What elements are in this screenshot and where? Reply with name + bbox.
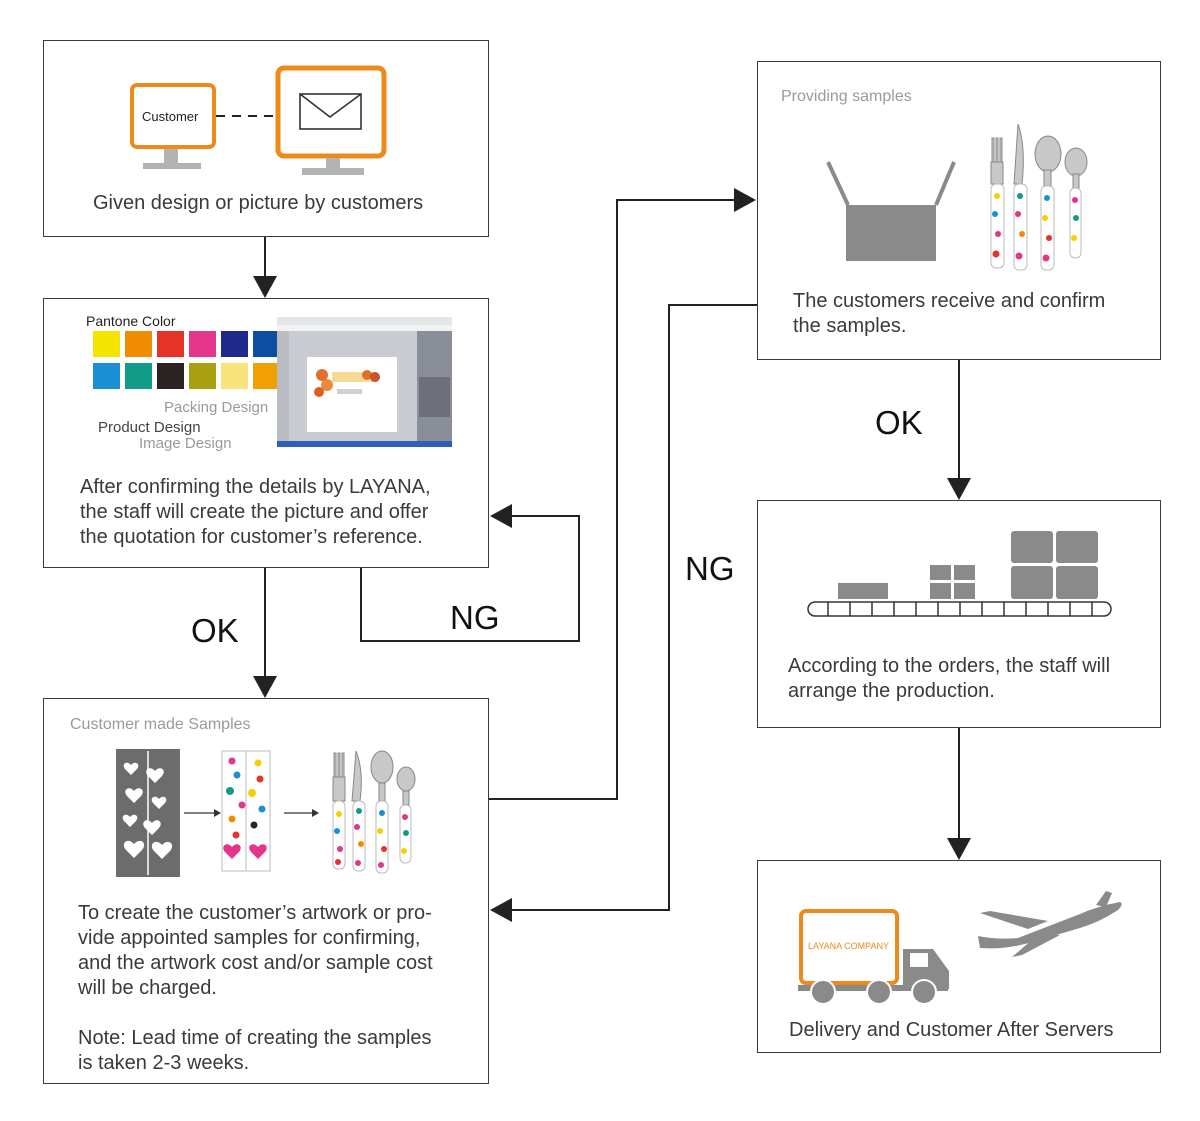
arrow-head-2-3 bbox=[253, 676, 277, 698]
step3-box: Customer made Samples bbox=[43, 698, 489, 1084]
arrow-head-3-4 bbox=[734, 188, 756, 212]
computer-icons bbox=[130, 65, 387, 175]
pantone-swatch bbox=[125, 363, 152, 389]
step4-caption-line: The customers receive and confirm bbox=[793, 290, 1106, 312]
flat-package-icon bbox=[838, 583, 888, 599]
step2-caption-line: the quotation for customer’s reference. bbox=[80, 526, 423, 548]
design-software-thumbnail bbox=[277, 317, 452, 447]
arrow-head-5-6 bbox=[947, 838, 971, 860]
pantone-swatch bbox=[157, 363, 184, 389]
connector-3-4 bbox=[488, 199, 740, 800]
pantone-swatch bbox=[157, 331, 184, 357]
delivery-illustration bbox=[798, 891, 1122, 1005]
conveyor-belt-icon bbox=[807, 601, 1112, 617]
step3-caption-line: will be charged. bbox=[78, 977, 217, 999]
step3-note-line: is taken 2-3 weeks. bbox=[78, 1052, 250, 1074]
step3-caption-line: and the artwork cost and/or sample cost bbox=[78, 952, 433, 974]
label-ng-left: NG bbox=[450, 599, 500, 636]
step5-caption-line: arrange the production. bbox=[788, 680, 995, 702]
pantone-swatch bbox=[221, 331, 248, 357]
customer-monitor-icon bbox=[130, 83, 216, 149]
arrow-head-ng-loop bbox=[490, 504, 512, 528]
step4-title: Providing samples bbox=[781, 88, 912, 105]
step1-caption: Given design or picture by customers bbox=[93, 192, 424, 214]
step3-note: Note: Lead time of creating the samples … bbox=[78, 1026, 432, 1076]
step2-caption: After confirming the details by LAYANA, … bbox=[80, 475, 431, 550]
pantone-swatch bbox=[253, 331, 280, 357]
step2-caption-line: After confirming the details by LAYANA, bbox=[80, 476, 431, 498]
arrow-head-4-3-ng bbox=[490, 898, 512, 922]
connector-4-3-ng bbox=[510, 304, 757, 911]
step4-caption-line: the samples. bbox=[793, 315, 907, 337]
step5-caption: According to the orders, the staff will … bbox=[788, 654, 1110, 704]
pantone-swatch bbox=[189, 363, 216, 389]
cutlery-set-icon bbox=[332, 750, 416, 874]
step4-caption: The customers receive and confirm the sa… bbox=[793, 289, 1105, 339]
step4-box: Providing samples bbox=[757, 61, 1161, 360]
pantone-swatch bbox=[189, 331, 216, 357]
step6-box: LAYANA COMPANY Delivery and Customer Aft… bbox=[757, 860, 1161, 1053]
step2-box: Pantone Color Packing Design Product Des… bbox=[43, 298, 489, 568]
large-box-icon bbox=[1011, 531, 1098, 599]
step5-caption-line: According to the orders, the staff will bbox=[788, 655, 1111, 677]
cutlery-set-icon bbox=[990, 123, 1088, 271]
pantone-swatch bbox=[221, 363, 248, 389]
label-ng-mid: NG bbox=[685, 550, 735, 587]
image-design-label: Image Design bbox=[139, 435, 232, 452]
step2-caption-line: the staff will create the picture and of… bbox=[80, 501, 429, 523]
step3-caption-line: vide appointed samples for confirming, bbox=[78, 927, 421, 949]
production-line-illustration bbox=[807, 531, 1112, 617]
airplane-icon bbox=[978, 891, 1122, 957]
pantone-swatches bbox=[93, 331, 280, 389]
arrow-head-4-5 bbox=[947, 478, 971, 500]
samples-illustration bbox=[826, 123, 1088, 271]
envelope-icon bbox=[299, 93, 362, 130]
pantone-swatch bbox=[93, 363, 120, 389]
pantone-swatch bbox=[253, 363, 280, 389]
truck-company-label: LAYANA COMPANY bbox=[808, 941, 890, 951]
step3-caption: To create the customer’s artwork or pro-… bbox=[78, 901, 433, 1001]
sample-process-illustration bbox=[116, 749, 416, 877]
label-ok-right: OK bbox=[875, 404, 923, 441]
truck-icon bbox=[798, 909, 949, 1005]
step5-box: According to the orders, the staff will … bbox=[757, 500, 1161, 728]
customer-label: Customer bbox=[142, 109, 199, 124]
product-design-label: Product Design bbox=[98, 419, 201, 436]
pantone-swatch bbox=[125, 331, 152, 357]
step1-box: Customer Given design or picture by cust… bbox=[43, 40, 489, 237]
packing-design-label: Packing Design bbox=[164, 399, 269, 416]
open-box-icon bbox=[826, 161, 956, 261]
step6-caption: Delivery and Customer After Servers bbox=[789, 1019, 1114, 1041]
arrow-head-1-2 bbox=[253, 276, 277, 298]
step3-title: Customer made Samples bbox=[70, 716, 251, 733]
pantone-swatch bbox=[93, 331, 120, 357]
step3-note-line: Note: Lead time of creating the samples bbox=[78, 1027, 432, 1049]
pantone-label: Pantone Color bbox=[86, 313, 176, 329]
connector-ng-loop bbox=[360, 515, 580, 642]
label-ok-left: OK bbox=[191, 612, 239, 649]
step3-caption-line: To create the customer’s artwork or pro- bbox=[78, 902, 432, 924]
small-box-icon bbox=[930, 565, 975, 599]
